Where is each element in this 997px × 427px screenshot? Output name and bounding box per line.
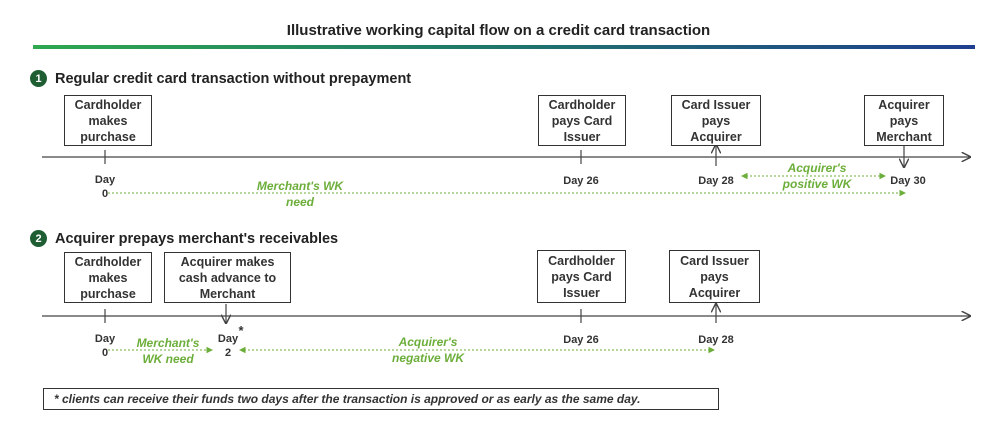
acquirer-negative-wk-label: Acquirer's negative WK — [391, 335, 464, 365]
box-cardholder-purchase-2: Cardholder makes purchase — [64, 252, 152, 303]
merchant-wk-need-label-1: Merchant's WK need — [256, 179, 344, 209]
box-acquirer-cash-advance: Acquirer makes cash advance to Merchant — [164, 252, 291, 303]
section-2-title: Acquirer prepays merchant's receivables — [55, 230, 339, 247]
day28-label-2: Day 28 — [698, 334, 734, 346]
day2-asterisk: * — [238, 323, 244, 338]
day30-label-1: Day 30 — [890, 175, 926, 187]
day0-label-2: Day 0 — [94, 333, 116, 359]
section-1-title: Regular credit card transaction without … — [55, 70, 412, 87]
acquirer-positive-wk-label: Acquirer's positive WK — [782, 161, 852, 191]
day2-label-2: Day 2 — [217, 333, 239, 359]
day0-label-1: Day 0 — [94, 174, 116, 200]
page-title: Illustrative working capital flow on a c… — [286, 22, 711, 39]
section-2-number: 2 — [30, 230, 47, 247]
day26-label-1: Day 26 — [563, 175, 599, 187]
section-2-heading: 2 Acquirer prepays merchant's receivable… — [30, 230, 338, 247]
title-divider — [33, 45, 975, 49]
box-issuer-pays-acquirer-1: Card Issuer pays Acquirer — [671, 95, 761, 146]
section-1-number: 1 — [30, 70, 47, 87]
merchant-wk-need-label-2: Merchant's WK need — [136, 336, 200, 366]
section-1-heading: 1 Regular credit card transaction withou… — [30, 70, 411, 87]
box-cardholder-pays-issuer-1: Cardholder pays Card Issuer — [538, 95, 626, 146]
footnote: * clients can receive their funds two da… — [43, 388, 719, 410]
box-issuer-pays-acquirer-2: Card Issuer pays Acquirer — [669, 250, 760, 303]
box-cardholder-pays-issuer-2: Cardholder pays Card Issuer — [537, 250, 626, 303]
day26-label-2: Day 26 — [563, 334, 599, 346]
box-cardholder-purchase-1: Cardholder makes purchase — [64, 95, 152, 146]
box-acquirer-pays-merchant-1: Acquirer pays Merchant — [864, 95, 944, 146]
day28-label-1: Day 28 — [698, 175, 734, 187]
